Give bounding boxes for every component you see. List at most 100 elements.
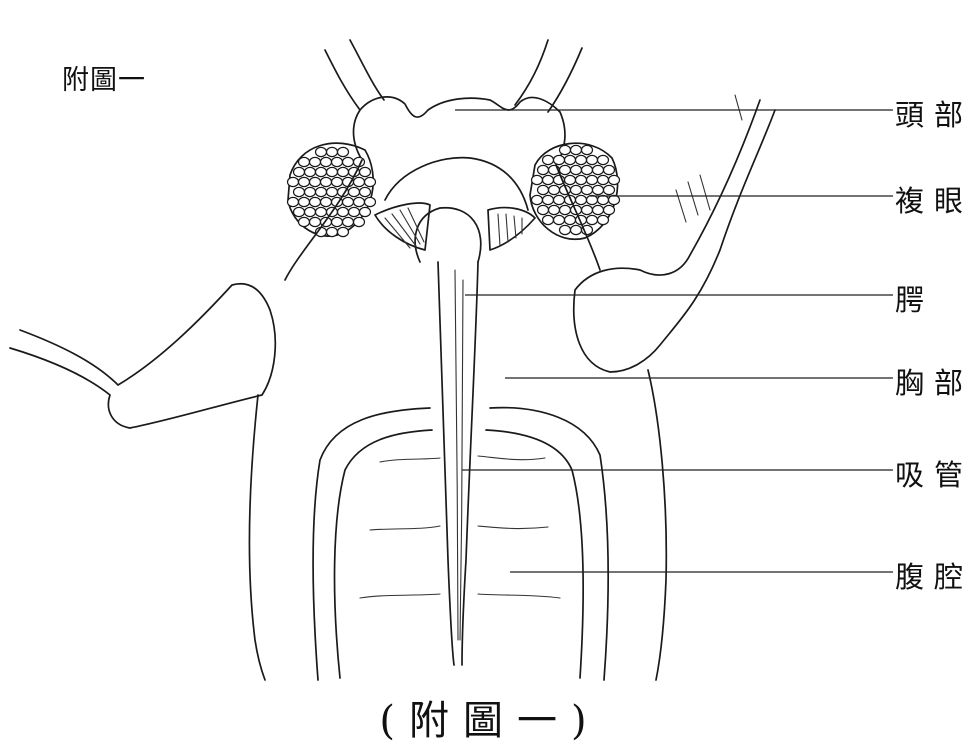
eye-facet bbox=[582, 205, 593, 214]
eye-facet bbox=[349, 187, 360, 196]
eye-facet bbox=[549, 205, 560, 214]
eye-facet bbox=[532, 195, 543, 204]
eye-facet bbox=[294, 187, 305, 196]
eye-facet bbox=[543, 175, 554, 184]
eye-facet bbox=[587, 215, 598, 224]
eye-facet bbox=[299, 177, 310, 186]
eye-facet bbox=[576, 175, 587, 184]
eye-facet bbox=[598, 155, 609, 164]
eye-facet bbox=[604, 185, 615, 194]
eye-facet bbox=[332, 217, 343, 226]
eye-facet bbox=[288, 177, 299, 186]
eye-facet bbox=[321, 197, 332, 206]
eye-facet bbox=[338, 167, 349, 176]
eye-facet bbox=[360, 207, 371, 216]
abdomen-inner-right bbox=[490, 408, 608, 680]
eye-facet bbox=[310, 157, 321, 166]
eye-facet bbox=[571, 145, 582, 154]
eye-facet bbox=[532, 175, 543, 184]
head-outline bbox=[354, 97, 565, 165]
eye-facet bbox=[593, 185, 604, 194]
eye-facet bbox=[598, 195, 609, 204]
eye-facet bbox=[571, 225, 582, 234]
eye-facet bbox=[365, 197, 376, 206]
eye-facet bbox=[288, 197, 299, 206]
eye-facet bbox=[582, 185, 593, 194]
label-head: 頭部 bbox=[895, 92, 973, 134]
eye-facet bbox=[554, 215, 565, 224]
eye-facet bbox=[549, 185, 560, 194]
body-outer-left bbox=[249, 395, 265, 680]
eye-facet bbox=[543, 155, 554, 164]
eye-facet bbox=[604, 205, 615, 214]
eye-facet bbox=[538, 185, 549, 194]
eye-facet bbox=[310, 177, 321, 186]
eye-facet bbox=[305, 167, 316, 176]
eye-facet bbox=[609, 175, 620, 184]
eye-facet bbox=[576, 155, 587, 164]
eye-facet bbox=[316, 187, 327, 196]
label-compound-eye: 複眼 bbox=[895, 178, 973, 220]
eye-facet bbox=[327, 187, 338, 196]
eye-facet bbox=[576, 195, 587, 204]
eye-facet bbox=[593, 165, 604, 174]
eye-facet bbox=[554, 155, 565, 164]
eye-facet bbox=[321, 177, 332, 186]
eye-facet bbox=[354, 177, 365, 186]
eye-facet bbox=[593, 205, 604, 214]
figure-caption: (附圖一) bbox=[0, 688, 980, 746]
right-mandible bbox=[488, 208, 535, 250]
eye-facet bbox=[604, 165, 615, 174]
eye-facet bbox=[338, 207, 349, 216]
label-abdominal-cavity: 腹腔 bbox=[895, 554, 973, 596]
eye-facet bbox=[560, 165, 571, 174]
eye-facet bbox=[299, 217, 310, 226]
eye-facet bbox=[587, 155, 598, 164]
eye-facet bbox=[327, 147, 338, 156]
eye-facet bbox=[565, 215, 576, 224]
eye-facet bbox=[316, 207, 327, 216]
eye-facet bbox=[343, 157, 354, 166]
left-compound-eye bbox=[288, 143, 376, 236]
eye-facet bbox=[609, 195, 620, 204]
eye-facet bbox=[310, 217, 321, 226]
eye-facet bbox=[294, 167, 305, 176]
eye-facet bbox=[360, 167, 371, 176]
eye-facet bbox=[571, 165, 582, 174]
eye-facet bbox=[587, 195, 598, 204]
label-thorax: 胸部 bbox=[895, 360, 973, 402]
eye-facet bbox=[305, 207, 316, 216]
eye-facet bbox=[598, 215, 609, 224]
left-mandible bbox=[375, 203, 430, 250]
eye-facet bbox=[360, 187, 371, 196]
eye-facet bbox=[343, 197, 354, 206]
eye-facet bbox=[294, 207, 305, 216]
mouthpart-dome bbox=[385, 158, 528, 262]
eye-facet bbox=[327, 227, 338, 236]
eye-facet bbox=[354, 217, 365, 226]
body-outer-right bbox=[648, 370, 666, 680]
abdomen-inner-left bbox=[313, 408, 430, 680]
eye-facet bbox=[560, 205, 571, 214]
eye-facet bbox=[349, 207, 360, 216]
eye-facet bbox=[538, 205, 549, 214]
eye-facet bbox=[343, 217, 354, 226]
eye-facet bbox=[316, 147, 327, 156]
right-compound-eye bbox=[530, 143, 620, 239]
eye-facet bbox=[338, 147, 349, 156]
eye-facet bbox=[554, 195, 565, 204]
eye-facet bbox=[327, 167, 338, 176]
left-foreleg bbox=[10, 284, 275, 428]
eye-facet bbox=[543, 195, 554, 204]
eye-facet bbox=[332, 177, 343, 186]
eye-facet bbox=[543, 215, 554, 224]
eye-facet bbox=[338, 227, 349, 236]
right-antenna bbox=[515, 40, 582, 112]
eye-facet bbox=[582, 165, 593, 174]
eye-facet bbox=[565, 175, 576, 184]
eye-facet bbox=[560, 225, 571, 234]
eye-facet bbox=[598, 175, 609, 184]
eye-facet bbox=[299, 197, 310, 206]
eye-facet bbox=[571, 185, 582, 194]
